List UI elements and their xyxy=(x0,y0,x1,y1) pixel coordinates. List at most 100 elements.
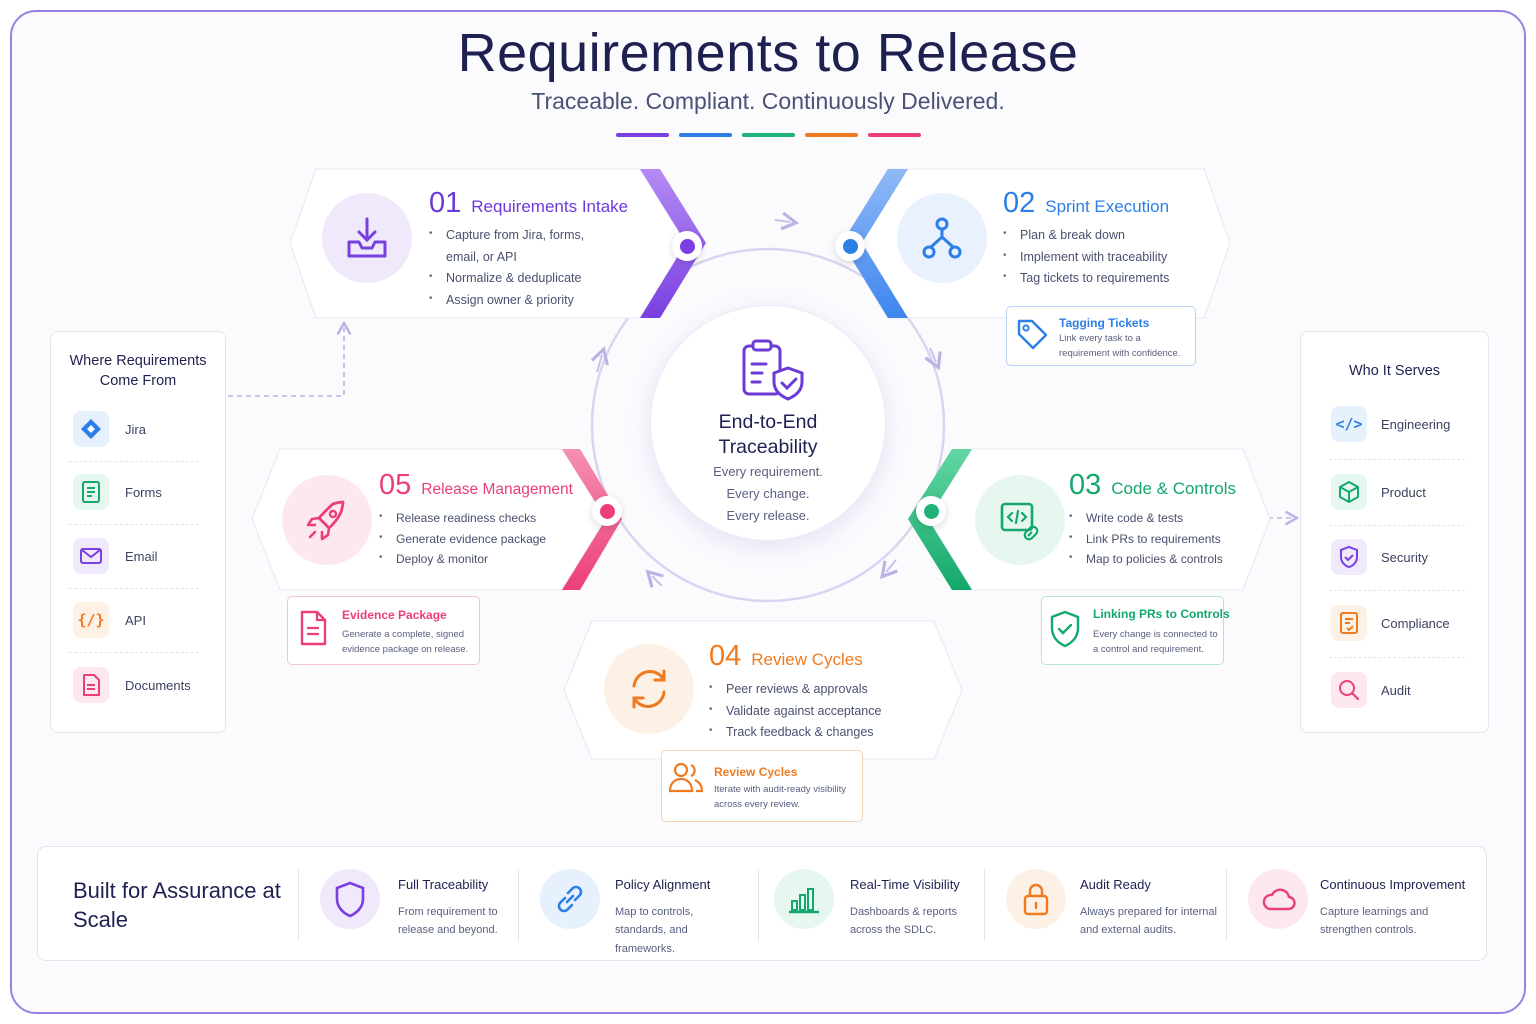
code-icon: </> xyxy=(1331,406,1367,442)
accent-bar-green xyxy=(742,133,795,137)
audience-item-audit[interactable]: Audit xyxy=(1331,672,1411,708)
jira-diamond-icon xyxy=(73,411,109,447)
inbox-download-icon xyxy=(322,193,412,283)
step-02-list: Plan & break down Implement with traceab… xyxy=(1003,225,1203,290)
source-label: Email xyxy=(125,548,158,564)
callout-review-title: Review Cycles xyxy=(714,765,798,779)
list-item: Implement with traceability xyxy=(1003,247,1203,269)
step-card-05: 05 Release Management Release readiness … xyxy=(250,447,622,592)
divider xyxy=(518,869,519,941)
users-icon xyxy=(668,762,704,793)
feature-text: Capture learnings and strengthen control… xyxy=(1320,906,1429,937)
list-item: Peer reviews & approvals xyxy=(709,679,909,701)
audience-label: Security xyxy=(1381,549,1428,565)
step-02-number: 02 xyxy=(1003,187,1036,219)
source-item-documents[interactable]: Documents xyxy=(73,667,191,703)
source-item-api[interactable]: {/} API xyxy=(73,602,146,638)
divider xyxy=(1329,657,1465,658)
tag-icon xyxy=(1017,319,1048,350)
divider xyxy=(69,652,199,653)
center-line-1: Every requirement. xyxy=(713,464,823,479)
center-line-3: Every release. xyxy=(726,508,810,523)
list-item: Track feedback & changes xyxy=(709,722,909,744)
rocket-icon xyxy=(282,475,372,565)
callout-linking-prs: Linking PRs to Controls Every change is … xyxy=(1041,596,1230,665)
bar-chart-icon xyxy=(774,869,834,929)
divider xyxy=(984,869,985,941)
divider xyxy=(69,461,199,462)
source-item-jira[interactable]: Jira xyxy=(73,411,146,447)
feature-text: From requirement to release and beyond. xyxy=(398,906,498,937)
step-01-title: Requirements Intake xyxy=(471,197,629,216)
list-item: Normalize & deduplicate xyxy=(429,268,609,290)
step-04-list: Peer reviews & approvals Validate agains… xyxy=(709,679,909,744)
source-label: API xyxy=(125,612,146,628)
step-03-number: 03 xyxy=(1069,469,1102,501)
source-item-forms[interactable]: Forms xyxy=(73,474,162,510)
audience-label: Audit xyxy=(1381,682,1411,698)
divider xyxy=(1329,525,1465,526)
step-04-number: 04 xyxy=(709,640,742,672)
center-line-2: Every change. xyxy=(726,486,810,501)
list-item: Write code & tests xyxy=(1069,508,1249,529)
cloud-icon xyxy=(1248,869,1308,929)
step-01-number: 01 xyxy=(429,187,462,219)
shield-check-icon xyxy=(1331,539,1367,575)
audience-panel-title: Who It Serves xyxy=(1348,363,1441,379)
source-item-email[interactable]: Email xyxy=(73,538,158,574)
feature-full-traceability: Full Traceability From requirement to re… xyxy=(300,847,518,962)
callout-linking-text: Every change is connected to a control a… xyxy=(1093,629,1218,655)
audience-item-engineering[interactable]: </> Engineering xyxy=(1331,406,1450,442)
list-item: Deploy & monitor xyxy=(379,549,559,570)
feature-title: Real-Time Visibility xyxy=(850,877,960,892)
audience-item-compliance[interactable]: Compliance xyxy=(1331,605,1450,641)
page-title: Requirements to Release xyxy=(457,23,1079,83)
source-label: Documents xyxy=(125,677,191,693)
node-dot-02 xyxy=(835,231,865,261)
node-dot-01 xyxy=(672,231,702,261)
audience-panel: Who It Serves </> Engineering Product Se… xyxy=(1300,331,1489,733)
shield-icon xyxy=(320,869,380,929)
accent-bar-orange xyxy=(805,133,858,137)
checklist-icon xyxy=(1331,605,1367,641)
callout-evidence-text: Generate a complete, signed evidence pac… xyxy=(342,629,469,655)
sources-panel: Where Requirements Come From Jira Forms … xyxy=(50,331,226,733)
divider xyxy=(1329,590,1465,591)
list-item: Plan & break down xyxy=(1003,225,1203,247)
node-dot-03 xyxy=(916,496,946,526)
feature-title: Audit Ready xyxy=(1080,877,1151,892)
feature-continuous-improvement: Continuous Improvement Capture learnings… xyxy=(1228,847,1486,962)
step-01-list: Capture from Jira, forms, email, or API … xyxy=(429,225,609,311)
audience-label: Product xyxy=(1381,484,1426,500)
list-item: Link PRs to requirements xyxy=(1069,529,1249,550)
audience-item-product[interactable]: Product xyxy=(1331,474,1426,510)
step-03-title: Code & Controls xyxy=(1111,479,1236,498)
callout-linking-title: Linking PRs to Controls xyxy=(1093,607,1230,621)
step-04-title: Review Cycles xyxy=(751,650,863,669)
page-subtitle: Traceable. Compliant. Continuously Deliv… xyxy=(531,88,1005,114)
list-item: Release readiness checks xyxy=(379,508,559,529)
step-card-03: 03 Code & Controls Write code & tests Li… xyxy=(908,447,1273,592)
divider xyxy=(1329,459,1465,460)
divider xyxy=(298,869,299,941)
cube-icon xyxy=(1331,474,1367,510)
callout-tagging-text: Link every task to a requirement with co… xyxy=(1059,333,1181,359)
list-item: Validate against acceptance xyxy=(709,701,909,723)
feature-real-time-visibility: Real-Time Visibility Dashboards & report… xyxy=(754,847,984,962)
assurance-strip-title: Built for Assurance at Scale xyxy=(73,878,281,932)
audience-item-security[interactable]: Security xyxy=(1331,539,1428,575)
divider xyxy=(69,588,199,589)
step-02-title: Sprint Execution xyxy=(1045,197,1170,216)
callout-evidence-package: Evidence Package Generate a complete, si… xyxy=(287,596,480,665)
step-card-04: 04 Review Cycles Peer reviews & approval… xyxy=(562,619,964,761)
step-card-01: 01 Requirements Intake Capture from Jira… xyxy=(288,167,708,320)
magnifier-icon xyxy=(1331,672,1367,708)
accent-bar-blue xyxy=(679,133,732,137)
document-icon xyxy=(73,667,109,703)
source-label: Jira xyxy=(125,421,146,437)
callout-review-cycles: Review Cycles Iterate with audit-ready v… xyxy=(661,750,863,822)
sources-panel-title: Where Requirements Come From xyxy=(69,353,207,389)
list-item: Generate evidence package xyxy=(379,529,559,550)
center-title: End-to-End Traceability xyxy=(718,411,818,459)
